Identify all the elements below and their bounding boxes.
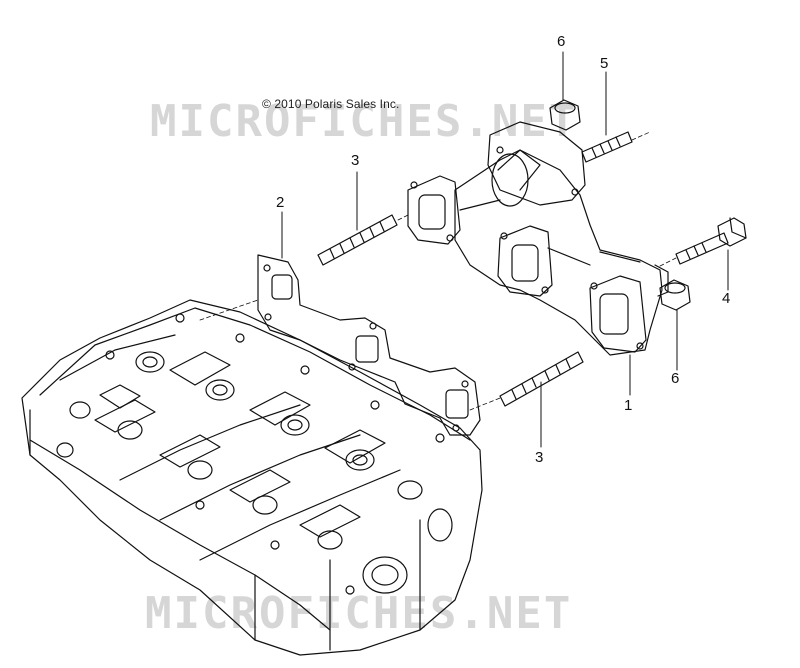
exhaust-manifold [407, 121, 669, 356]
gasket [257, 254, 481, 436]
leader-lines [281, 51, 729, 448]
callout-3-bottom: 3 [535, 449, 544, 466]
watermark-top: MICROFICHES.NET [150, 96, 578, 147]
cylinder-head [21, 299, 483, 656]
stud-upper [317, 214, 398, 266]
callout-1: 1 [624, 397, 633, 414]
callout-2: 2 [276, 194, 285, 211]
copyright-text: © 2010 Polaris Sales Inc. [262, 97, 400, 111]
stud-top-right [581, 131, 633, 163]
callout-3-top: 3 [351, 152, 360, 169]
nut-right [659, 279, 691, 311]
stud-lower [499, 351, 584, 407]
alignment-lines [199, 131, 677, 411]
watermark-bottom: MICROFICHES.NET [145, 588, 573, 639]
callout-5: 5 [600, 55, 609, 72]
callout-4: 4 [722, 290, 731, 307]
callout-6-top: 6 [557, 33, 566, 50]
callout-6-right: 6 [671, 370, 680, 387]
flange-bolt [675, 217, 747, 265]
nut-top [549, 99, 581, 131]
